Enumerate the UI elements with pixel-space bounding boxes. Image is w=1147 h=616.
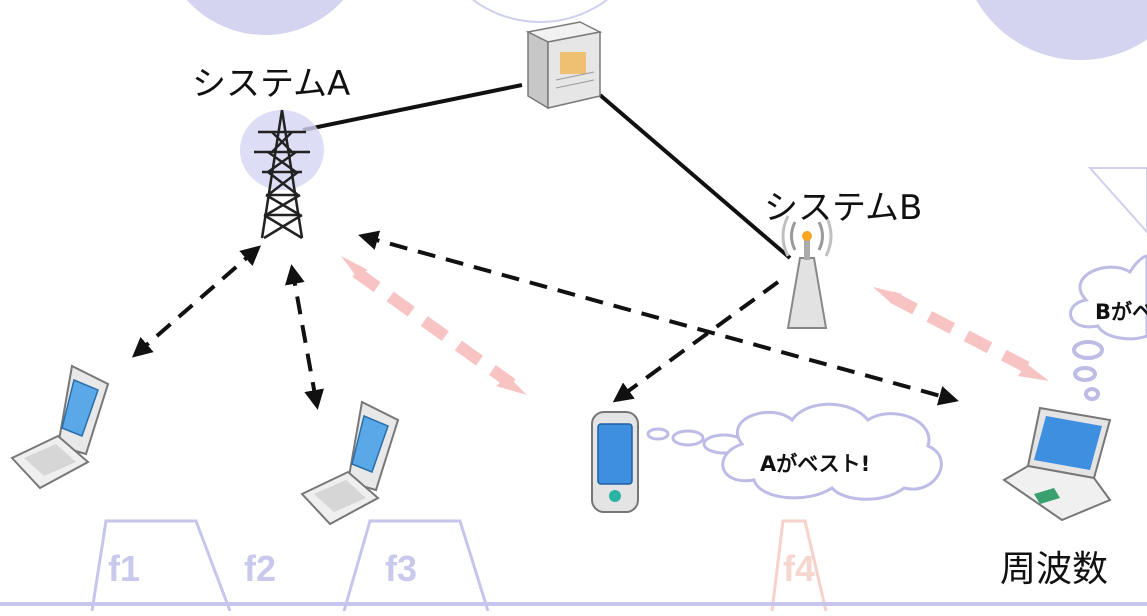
band-label-f2: f2	[244, 548, 277, 589]
bg-circle-left	[186, 0, 344, 35]
system-a-label: システムA	[192, 64, 351, 104]
band-label-f4: f4	[783, 548, 816, 589]
band-f1-f2-outline	[90, 519, 232, 612]
laptop-icon	[1002, 406, 1112, 522]
pink-arrow-tower-pda	[341, 256, 527, 395]
pda-icon	[591, 411, 639, 513]
band-label-f3: f3	[385, 548, 418, 589]
antenna-icon	[781, 215, 833, 329]
pink-arrow-antenna-laptop	[873, 287, 1049, 381]
arrow-antenna-pda	[612, 280, 780, 403]
arrow-tower-phone2	[285, 264, 324, 410]
arrow-tower-phone1	[131, 245, 262, 358]
bg-triangle-right	[1087, 167, 1147, 234]
frequency-bands	[90, 519, 490, 612]
flip-phone-icon	[10, 364, 110, 490]
frequency-axis-label: 周波数	[1000, 549, 1109, 590]
thought-trail-b	[1072, 340, 1104, 401]
server-icon	[525, 21, 603, 110]
band-f3-outline	[342, 519, 490, 612]
link-server-system-a	[302, 83, 523, 132]
band-f4-outline	[770, 519, 828, 612]
thought-bubble-a	[721, 402, 943, 501]
bg-circle-center	[471, 0, 609, 23]
band-label-f1: f1	[108, 548, 141, 589]
tower-icon	[240, 109, 324, 240]
arrow-tower-laptop	[358, 230, 959, 406]
bg-circle-right	[976, 0, 1147, 60]
system-b-label: システムB	[764, 188, 923, 228]
thought-bubble-b	[1069, 254, 1147, 341]
black-dashed-arrows	[131, 230, 959, 410]
thought-text-a-best: Aがベスト!	[760, 452, 871, 476]
thought-text-b-best: Bがベスト	[1095, 300, 1147, 324]
flip-phone-icon	[300, 400, 400, 526]
link-server-system-b	[598, 93, 792, 260]
